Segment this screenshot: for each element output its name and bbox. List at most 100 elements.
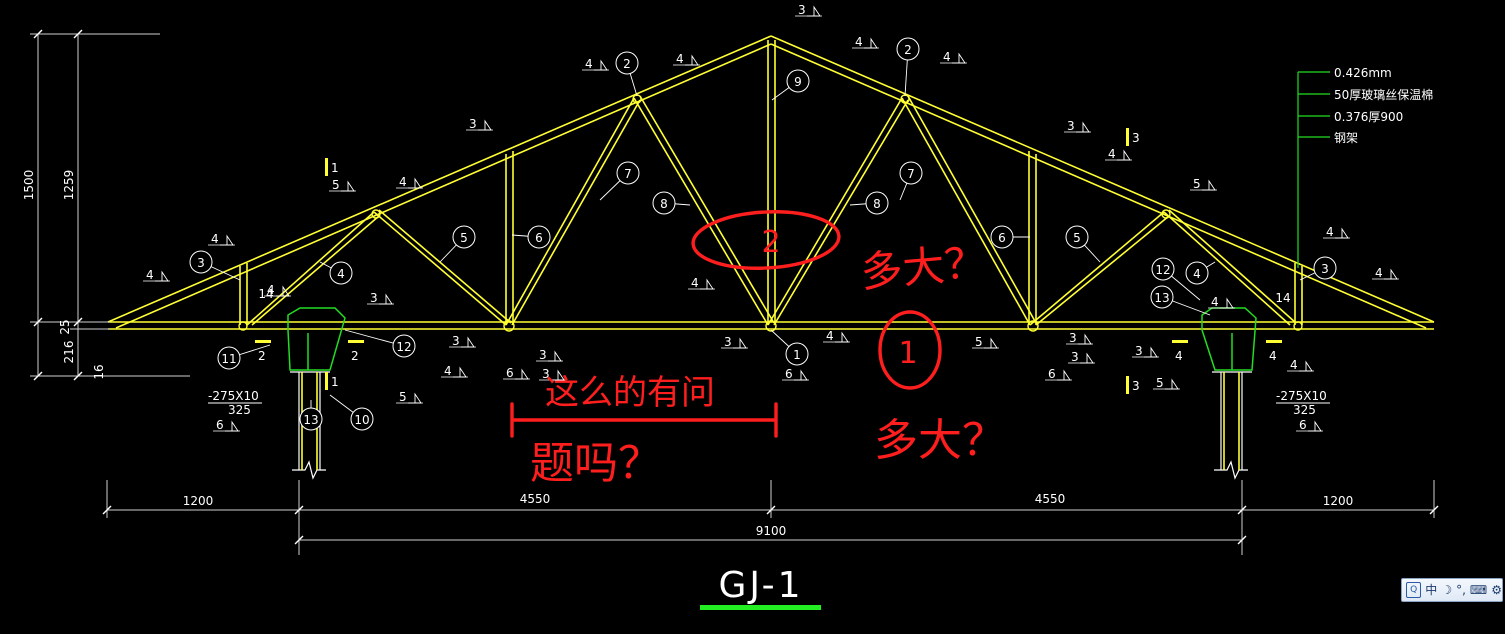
section-mark-2-left: 2 (258, 349, 266, 363)
weld-callout: 4 (1323, 225, 1350, 239)
member-bubble: 2 (615, 51, 639, 97)
dim-truss-height: 1259 (62, 170, 76, 201)
weld-callout: 3 (1064, 119, 1091, 133)
dim-25: 25 (58, 319, 72, 334)
ime-tools-icon[interactable]: ⚙ (1491, 583, 1502, 597)
ime-mode-toggle[interactable]: 中 (1425, 583, 1438, 597)
weld-size: 6 (1299, 418, 1307, 432)
member-bubble-label: 13 (1154, 291, 1169, 305)
weld-callout: 6 (503, 366, 530, 380)
weld-callout: 5 (1190, 177, 1217, 191)
weld-callout: 5 (396, 390, 423, 404)
left-plate-size: -275X10 (208, 389, 259, 403)
member-bubble: 13 (299, 400, 323, 431)
ime-toolbar[interactable]: Q 中 ☽ °, ⌨ ⚙ (1401, 578, 1503, 602)
weld-callout: 3 (721, 335, 748, 349)
weld-callout: 4 (673, 52, 700, 66)
weld-callout: 3 (449, 334, 476, 348)
section-mark-1-top: 1 (331, 161, 339, 175)
member-bubble-label: 4 (337, 267, 345, 281)
weld-callout: 4 (852, 35, 879, 49)
weld-size: 4 (676, 52, 684, 66)
member-bubble-label: 12 (1155, 263, 1170, 277)
weld-size: 3 (542, 367, 550, 381)
ime-keyboard-icon[interactable]: ⌨ (1469, 583, 1488, 597)
member-bubble-label: 6 (535, 231, 543, 245)
weld-callout: 4 (1105, 147, 1132, 161)
annotation-circled-2: 2 (761, 225, 780, 260)
weld-size: 5 (1193, 177, 1201, 191)
dim-216: 216 (62, 341, 76, 364)
member-bubble-label: 1 (793, 348, 801, 362)
weld-callout: 4 (264, 283, 291, 297)
member-bubble-label: 8 (660, 197, 668, 211)
weld-size: 4 (1326, 225, 1334, 239)
member-bubble: 7 (599, 161, 640, 201)
weld-callout: 4 (1287, 358, 1314, 372)
member-bubble: 5 (1065, 225, 1101, 263)
truss-members (107, 35, 1435, 330)
weld-size: 3 (370, 291, 378, 305)
annotation-line-2: 题吗？ (530, 438, 662, 489)
weld-callout: 3 (1132, 344, 1159, 358)
support-columns-yellow (301, 372, 1240, 470)
roof-layer-callout: 0.426mm 50厚玻璃丝保温棉 0.376厚900 钢架 (1297, 66, 1433, 268)
ime-fullwidth-icon[interactable]: ☽ (1441, 583, 1453, 597)
ime-logo-icon[interactable]: Q (1406, 582, 1422, 598)
weld-size: 4 (585, 57, 593, 71)
member-bubble-label: 10 (354, 413, 369, 427)
weld-size: 4 (855, 35, 863, 49)
weld-callout: 4 (208, 232, 235, 246)
member-bubble-label: 4 (1193, 267, 1201, 281)
weld-callout: 4 (823, 329, 850, 343)
weld-size: 6 (506, 366, 514, 380)
section-mark-2-right: 2 (351, 349, 359, 363)
member-bubble: 12 (344, 329, 416, 358)
weld-size: 4 (399, 175, 407, 189)
supports (290, 371, 1252, 480)
member-bubble-label: 5 (460, 231, 468, 245)
weld-size: 3 (452, 334, 460, 348)
layer-4: 钢架 (1334, 131, 1358, 145)
member-label-14: 14 (258, 287, 273, 301)
member-bubble-label: 7 (907, 167, 915, 181)
weld-callout: 6 (1045, 367, 1072, 381)
section-mark-1-bot: 1 (331, 375, 339, 389)
weld-callout: 5 (1153, 376, 1180, 390)
right-plate-width: 325 (1293, 403, 1316, 417)
member-bubble-label: 11 (221, 352, 236, 366)
member-bubble: 4 (1185, 261, 1216, 285)
weld-callout: 4 (1208, 295, 1235, 309)
weld-size: 4 (146, 268, 154, 282)
member-bubble: 2 (896, 37, 920, 97)
member-bubble: 1 (770, 329, 809, 366)
member-bubble: 7 (899, 161, 923, 201)
member-bubble: 13 (1150, 285, 1211, 316)
weld-size: 6 (216, 418, 224, 432)
weld-size: 5 (399, 390, 407, 404)
annotation-circled-1: 1 (898, 336, 917, 371)
member-label-14: 14 (1275, 291, 1290, 305)
left-plate-width: 325 (228, 403, 251, 417)
weld-size: 4 (691, 276, 699, 290)
weld-size: 3 (1069, 331, 1077, 345)
weld-callout: 3 (367, 291, 394, 305)
weld-callout: 5 (972, 335, 999, 349)
weld-size: 3 (798, 3, 806, 17)
member-bubble: 8 (849, 191, 889, 215)
weld-size: 3 (469, 117, 477, 131)
member-bubble: 6 (990, 225, 1030, 249)
member-bubble: 3 (1299, 256, 1337, 281)
weld-callout: 4 (143, 268, 170, 282)
annotation-circle-member-1 (878, 310, 942, 390)
weld-size: 5 (332, 178, 340, 192)
dim-left-overhang: 1200 (183, 494, 214, 508)
weld-callout: 4 (396, 175, 423, 189)
ime-punct-icon[interactable]: °, (1456, 583, 1466, 597)
weld-size: 4 (943, 50, 951, 64)
member-bubble: 6 (511, 225, 551, 249)
